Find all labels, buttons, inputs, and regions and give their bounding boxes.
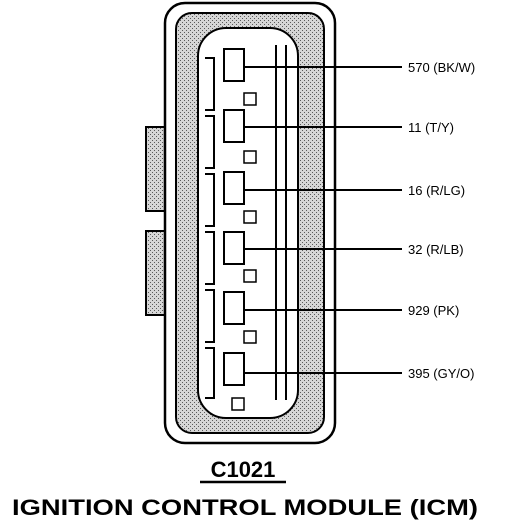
- pin-label-5: 929 (PK): [408, 303, 459, 318]
- leader-lines: [244, 66, 402, 374]
- pin-label-2: 11 (T/Y): [408, 120, 454, 135]
- terminal-3: [223, 171, 245, 205]
- terminal-4: [223, 231, 245, 265]
- terminals: [223, 48, 245, 386]
- terminal-1: [223, 48, 245, 82]
- cavity-partitions-right: [275, 45, 287, 400]
- pin-label-6: 395 (GY/O): [408, 366, 474, 381]
- pin-label-3: 16 (R/LG): [408, 183, 465, 198]
- pin-label-1: 570 (BK/W): [408, 60, 475, 75]
- pin-label-4: 32 (R/LB): [408, 242, 464, 257]
- terminal-lock-tabs: [231, 92, 257, 411]
- module-name: IGNITION CONTROL MODULE (ICM): [12, 495, 478, 520]
- terminal-2: [223, 109, 245, 143]
- terminal-6: [223, 352, 245, 386]
- terminal-5: [223, 291, 245, 325]
- connector-id: C1021: [211, 457, 276, 482]
- cavity-partitions-left: [205, 57, 215, 399]
